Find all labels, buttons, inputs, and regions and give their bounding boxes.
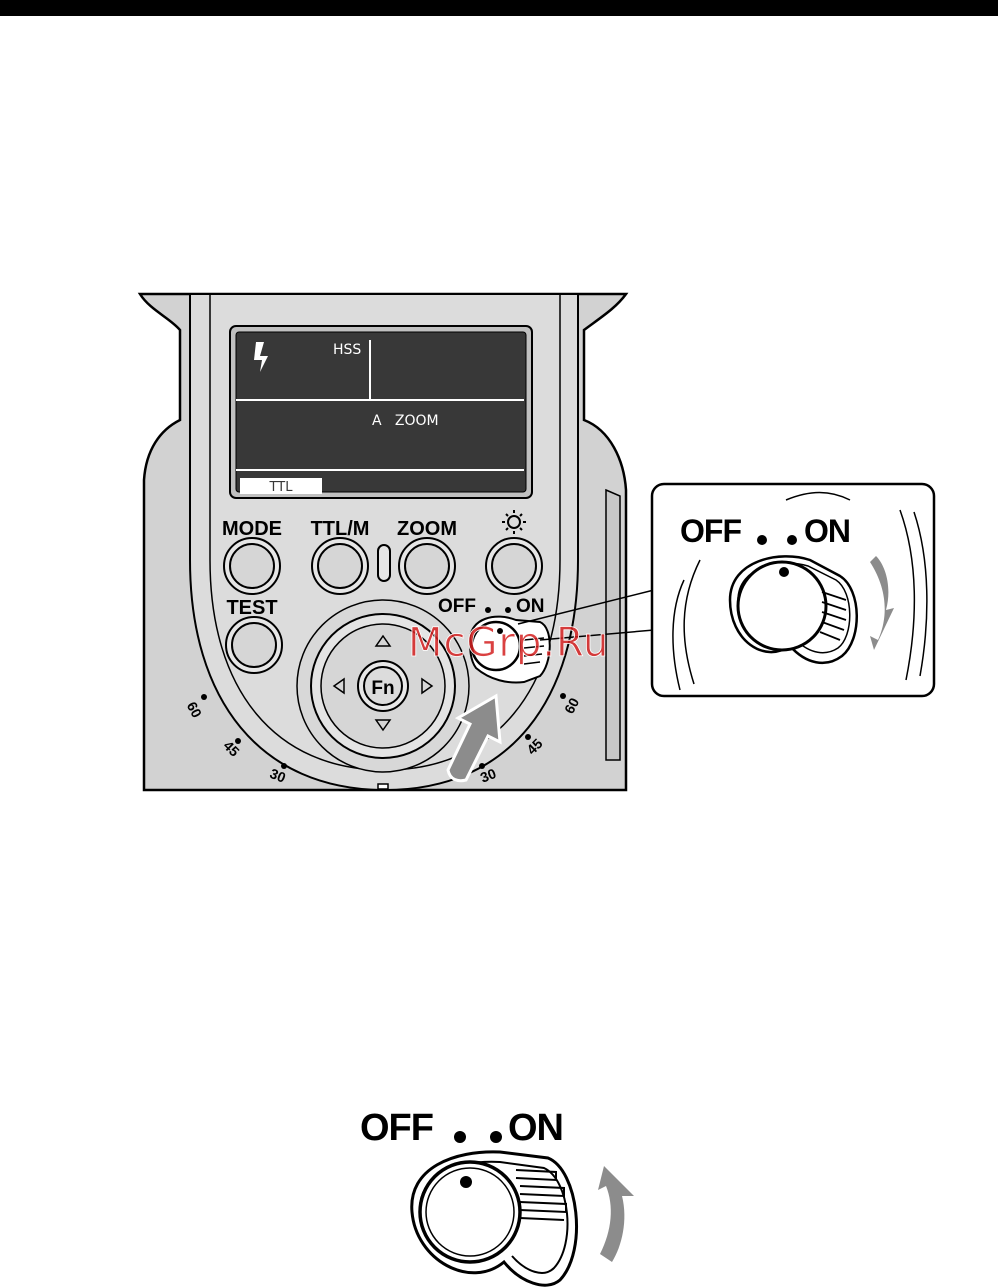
- zoom-button-label: ZOOM: [397, 518, 457, 540]
- switch-on-label-large: ON: [508, 1107, 563, 1149]
- ttlm-button-label: TTL/M: [311, 518, 370, 540]
- switch-off-label-large: OFF: [360, 1107, 433, 1149]
- watermark: McGrp.Ru: [406, 616, 616, 666]
- ttlm-button[interactable]: [312, 538, 368, 594]
- power-switch-large: OFF ON: [360, 1107, 634, 1285]
- test-button[interactable]: [226, 617, 282, 673]
- lcd-screen: HSS A ZOOM TTL: [230, 326, 532, 498]
- switch-off-label-small: OFF: [438, 596, 476, 617]
- mode-button[interactable]: [224, 538, 280, 594]
- fn-button-label: Fn: [371, 678, 394, 699]
- status-lamp: [378, 545, 390, 581]
- lcd-hss: HSS: [333, 342, 361, 358]
- power-switch-lever-large[interactable]: [412, 1152, 577, 1285]
- fn-button[interactable]: Fn: [358, 661, 408, 711]
- test-button-label: TEST: [226, 597, 277, 619]
- switch-inset: OFF ON: [652, 484, 934, 696]
- backlight-button[interactable]: [486, 538, 542, 594]
- switch-on-label-small: ON: [516, 596, 545, 617]
- zoom-button[interactable]: [399, 538, 455, 594]
- rotate-off-arrow-icon: [598, 1166, 634, 1262]
- watermark-text: McGrp.Ru: [408, 620, 609, 666]
- switch-on-label-inset: ON: [804, 513, 850, 549]
- mode-button-label: MODE: [222, 518, 282, 540]
- switch-off-label-inset: OFF: [680, 513, 741, 549]
- lcd-ttl-tab: TTL: [269, 480, 294, 495]
- lcd-mode-line: A ZOOM: [372, 413, 439, 429]
